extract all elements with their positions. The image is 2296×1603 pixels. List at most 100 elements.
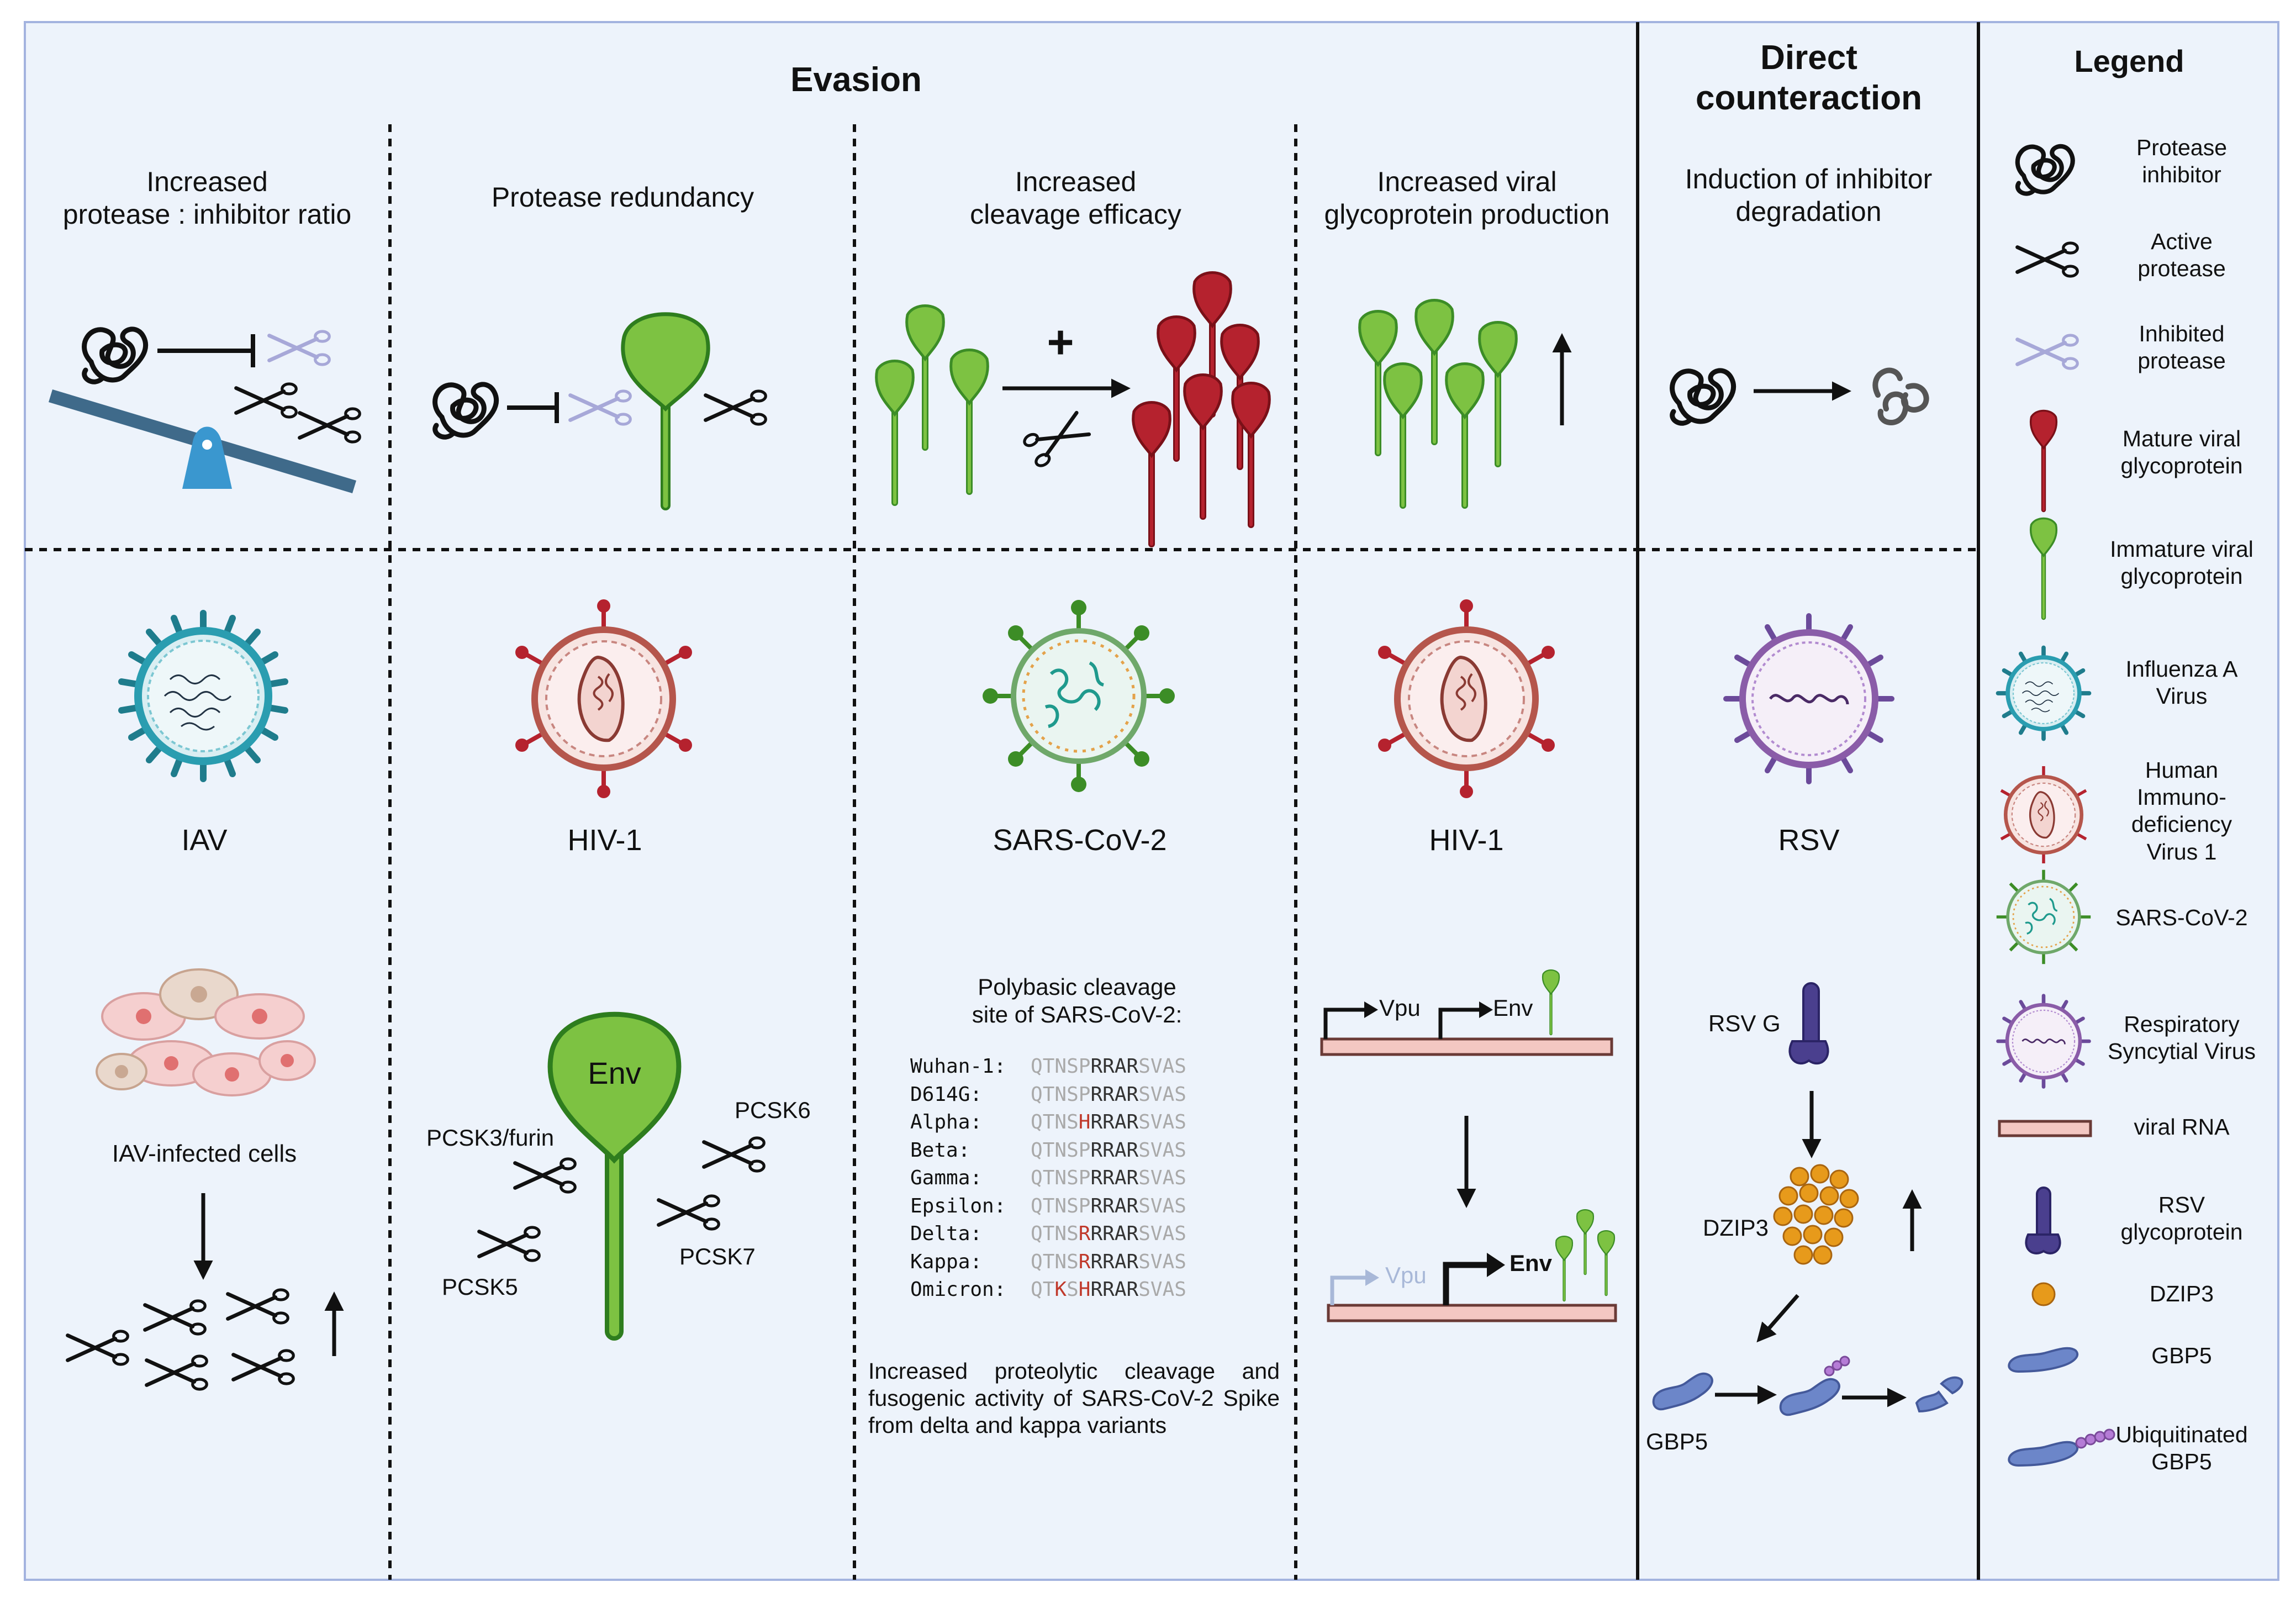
inhibitor-degradation-illustration: [1672, 367, 1929, 425]
sequence-row: Alpha: QTNSHRRARSVAS: [910, 1111, 1186, 1133]
variant-name: Omicron:: [910, 1278, 1006, 1301]
variant-name: Wuhan-1:: [910, 1055, 1006, 1078]
legend-label: RSV glycoprotein: [2120, 1192, 2243, 1245]
legend-label: Immature viral glycoprotein: [2110, 536, 2253, 589]
legend-label: DZIP3: [2149, 1281, 2214, 1306]
variant-sequence: QTNSPRRARSVAS: [1031, 1194, 1186, 1217]
env-glycoprotein-illustration: [547, 1011, 682, 1341]
legend-label: Mature viral glycoprotein: [2120, 426, 2243, 479]
panel-title-production: Increased viral glycoprotein production: [1324, 166, 1610, 230]
legend-dzip3-icon: [2031, 1282, 2056, 1306]
legend-label: Respiratory Syncytial Virus: [2107, 1011, 2256, 1064]
virus-name-sars: SARS-CoV-2: [993, 824, 1167, 857]
figure-background: [24, 21, 2279, 1581]
pcsk6-label: PCSK6: [735, 1097, 811, 1123]
legend-label: viral RNA: [2134, 1114, 2230, 1140]
legend-rsv-icon: [1996, 994, 2091, 1089]
dzip3-cluster: [1773, 1164, 1859, 1265]
panel-title-cleavage: Increased cleavage efficacy: [970, 166, 1181, 230]
variant-name: Epsilon:: [910, 1194, 1006, 1217]
vpu-faded-label: Vpu: [1385, 1262, 1427, 1288]
variant-sequence: QTNSHRRARSVAS: [1031, 1111, 1186, 1133]
pcsk3-label: PCSK3/furin: [426, 1125, 555, 1151]
variant-sequence: QTNSPRRARSVAS: [1031, 1138, 1186, 1162]
variant-sequence: QTNSRRRARSVAS: [1031, 1222, 1186, 1245]
pcsk5-label: PCSK5: [442, 1274, 518, 1300]
rsv-virion: [1723, 613, 1894, 784]
legend-gbp5-icon: [2008, 1347, 2079, 1373]
variant-name: Gamma:: [910, 1167, 983, 1189]
legend-hiv-icon: [2000, 766, 2087, 864]
dzip3-label: DZIP3: [1703, 1215, 1769, 1241]
panel-title-redundancy: Protease redundancy: [491, 182, 754, 213]
legend-label: SARS-CoV-2: [2115, 905, 2248, 930]
infected-cells-illustration: [96, 968, 316, 1096]
hiv-virion: [1378, 599, 1555, 798]
protease-redundancy-illustration: [435, 312, 766, 510]
legend-label: GBP5: [2151, 1343, 2212, 1368]
sequence-row: Gamma: QTNSPRRARSVAS: [910, 1167, 1186, 1189]
sequence-row: Epsilon: QTNSPRRARSVAS: [910, 1195, 1186, 1217]
cleavage-note: Increased proteolytic cleavage and fusog…: [868, 1358, 1280, 1438]
hiv-virion: [515, 599, 692, 798]
iav-virion: [118, 610, 288, 782]
glycoprotein-icon: [621, 312, 710, 412]
header-legend: Legend: [2074, 44, 2184, 78]
legend-label: Inhibited protease: [2137, 321, 2226, 374]
cleavage-efficacy-illustration: [877, 273, 1270, 545]
legend-iav-icon: [1996, 645, 2092, 741]
variant-name: Beta:: [910, 1138, 970, 1162]
sequence-row: Delta: QTNSRRRARSVAS: [910, 1222, 1186, 1245]
sequence-row: Omicron: QTKSHRRARSVAS: [910, 1278, 1186, 1301]
header-direct-counteraction: Direct counteraction: [1696, 39, 1922, 118]
legend-rsv-g-icon: [2025, 1187, 2061, 1254]
variant-name: D614G:: [910, 1083, 983, 1106]
transcription-illustration: [1320, 970, 1617, 1322]
env-label: Env: [588, 1056, 641, 1090]
legend-label: Influenza A Virus: [2125, 656, 2238, 709]
env-bold-label: Env: [1509, 1250, 1553, 1276]
sequence-row: Wuhan-1: QTNSPRRARSVAS: [910, 1055, 1186, 1078]
legend-rna-icon: [1998, 1120, 2092, 1137]
legend-label: Protease inhibitor: [2136, 135, 2228, 188]
variant-sequence: QTNSPRRARSVAS: [1031, 1167, 1186, 1189]
viral-rna-bar: [1320, 1037, 1613, 1056]
virus-name-iav: IAV: [181, 824, 228, 857]
legend-label: Active protease: [2137, 229, 2226, 282]
cleavage-site-title: Polybasic cleavage site of SARS-CoV-2:: [972, 974, 1183, 1027]
rsv-pathway-illustration: [1652, 982, 1964, 1416]
panel-dividers: [25, 124, 1978, 1580]
viral-rna-bar: [1327, 1304, 1617, 1322]
vpu-label: Vpu: [1379, 995, 1421, 1021]
gbp5-label: GBP5: [1646, 1428, 1708, 1454]
rsv-g-label: RSV G: [1708, 1010, 1781, 1036]
virus-name-hiv: HIV-1: [567, 824, 642, 857]
legend-label: Ubiquitinated GBP5: [2115, 1422, 2248, 1475]
panel-title-ratio: Increased protease : inhibitor ratio: [62, 166, 352, 230]
variant-name: Kappa:: [910, 1250, 983, 1273]
sequence-row: Kappa: QTNSRRRARSVAS: [910, 1251, 1186, 1273]
degraded-inhibitor-icon: [1872, 367, 1929, 425]
variant-sequence: QTNSPRRARSVAS: [1031, 1083, 1186, 1106]
plus-sign: +: [1047, 316, 1074, 368]
header-evasion: Evasion: [790, 61, 922, 99]
iav-cells-label: IAV-infected cells: [112, 1140, 297, 1167]
virus-name-hiv: HIV-1: [1429, 824, 1504, 857]
gbp5-icon: [1652, 1372, 1713, 1411]
env-gene-label: Env: [1493, 995, 1533, 1021]
seesaw-illustration: [49, 329, 360, 493]
variant-sequence: QTNSPRRARSVAS: [1031, 1055, 1186, 1078]
sars-virion: [983, 600, 1175, 792]
legend-gbp5-ub-icon: [2008, 1428, 2115, 1467]
legend-sars-icon: [1996, 869, 2091, 964]
variant-sequence: QTNSRRRARSVAS: [1031, 1250, 1186, 1273]
glycoprotein-production-illustration: [1360, 300, 1572, 506]
variant-sequence: QTKSHRRARSVAS: [1031, 1278, 1186, 1301]
variant-name: Alpha:: [910, 1111, 983, 1133]
fulcrum: [182, 426, 232, 489]
legend-icons: [1996, 146, 2115, 1467]
variant-name: Delta:: [910, 1222, 983, 1245]
virus-name-rsv: RSV: [1778, 824, 1840, 857]
